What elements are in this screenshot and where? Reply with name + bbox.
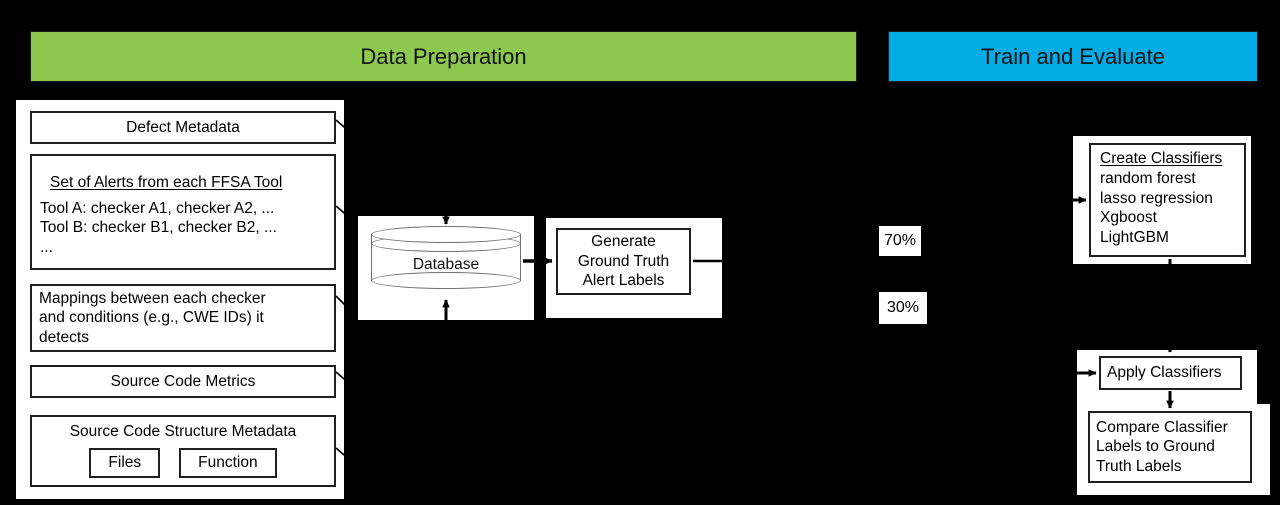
- box-apply-classifiers: Apply Classifiers: [1099, 356, 1242, 390]
- box-compare-line-2: Labels to Ground: [1096, 438, 1215, 456]
- box-generate-line-3: Alert Labels: [582, 272, 665, 290]
- box-compare-line-3: Truth Labels: [1096, 457, 1182, 475]
- classifier-item-lightgbm: LightGBM: [1100, 228, 1169, 246]
- cylinder-top-ellipse: [371, 226, 521, 243]
- box-mappings-line-1: Mappings between each checker: [39, 289, 266, 307]
- box-create-classifiers-title: Create Classifiers: [1100, 150, 1223, 167]
- test-split-percent-value: 30%: [886, 299, 920, 316]
- cylinder-bottom-ellipse: [371, 272, 521, 289]
- box-mappings-line-2: and conditions (e.g., CWE IDs) it: [39, 309, 264, 327]
- banner-train-and-evaluate-label: Train and Evaluate: [981, 43, 1165, 69]
- box-set-of-alerts-line-3: ...: [40, 238, 53, 256]
- box-function: Function: [179, 447, 277, 478]
- structure-sub-boxes: Files Function: [89, 447, 277, 478]
- box-generate-line-1: Generate: [591, 233, 656, 251]
- box-set-of-alerts-title: Set of Alerts from each FFSA Tool: [50, 173, 283, 191]
- box-compare-classifier-labels: Compare Classifier Labels to Ground Trut…: [1088, 411, 1252, 483]
- database-cylinder: Database: [371, 226, 521, 289]
- test-split-to-apply-classifiers-wire: [927, 306, 1097, 377]
- box-generate-ground-truth-alert-labels: Generate Ground Truth Alert Labels: [556, 228, 691, 295]
- label-train-split-percent: 70%: [879, 226, 921, 256]
- banner-data-preparation: Data Preparation: [30, 31, 857, 82]
- database-label: Database: [412, 256, 480, 273]
- banner-train-and-evaluate: Train and Evaluate: [888, 31, 1258, 82]
- box-checker-condition-mappings: Mappings between each checker and condit…: [30, 284, 336, 352]
- box-source-code-metrics: Source Code Metrics: [30, 365, 336, 398]
- box-set-of-alerts: Set of Alerts from each FFSA Tool Tool A…: [30, 154, 336, 270]
- train-split-percent-value: 70%: [883, 232, 917, 249]
- box-compare-line-1: Compare Classifier: [1096, 418, 1228, 436]
- box-defect-metadata: Defect Metadata: [30, 111, 336, 144]
- box-set-of-alerts-line-1: Tool A: checker A1, checker A2, ...: [40, 199, 275, 217]
- box-source-code-metrics-label: Source Code Metrics: [110, 372, 256, 390]
- box-defect-metadata-label: Defect Metadata: [126, 118, 240, 136]
- box-generate-line-2: Ground Truth: [577, 252, 670, 270]
- box-source-code-structure-metadata: Source Code Structure Metadata Files Fun…: [30, 415, 336, 487]
- box-structure-title: Source Code Structure Metadata: [69, 423, 297, 440]
- classifier-item-xgboost: Xgboost: [1100, 209, 1157, 226]
- box-apply-classifiers-label: Apply Classifiers: [1107, 364, 1222, 382]
- classifier-item-random-forest: random forest: [1100, 170, 1196, 187]
- box-set-of-alerts-line-2: Tool B: checker B1, checker B2, ...: [40, 219, 277, 237]
- box-files: Files: [89, 447, 161, 478]
- classifier-item-lasso-regression: lasso regression: [1100, 189, 1213, 207]
- banner-data-preparation-label: Data Preparation: [360, 43, 527, 69]
- train-split-to-create-classifiers-wire: [921, 196, 1087, 243]
- box-mappings-line-3: detects: [39, 328, 89, 346]
- label-test-split-percent: 30%: [879, 292, 927, 324]
- box-create-classifiers: Create Classifiers random forest lasso r…: [1089, 143, 1246, 257]
